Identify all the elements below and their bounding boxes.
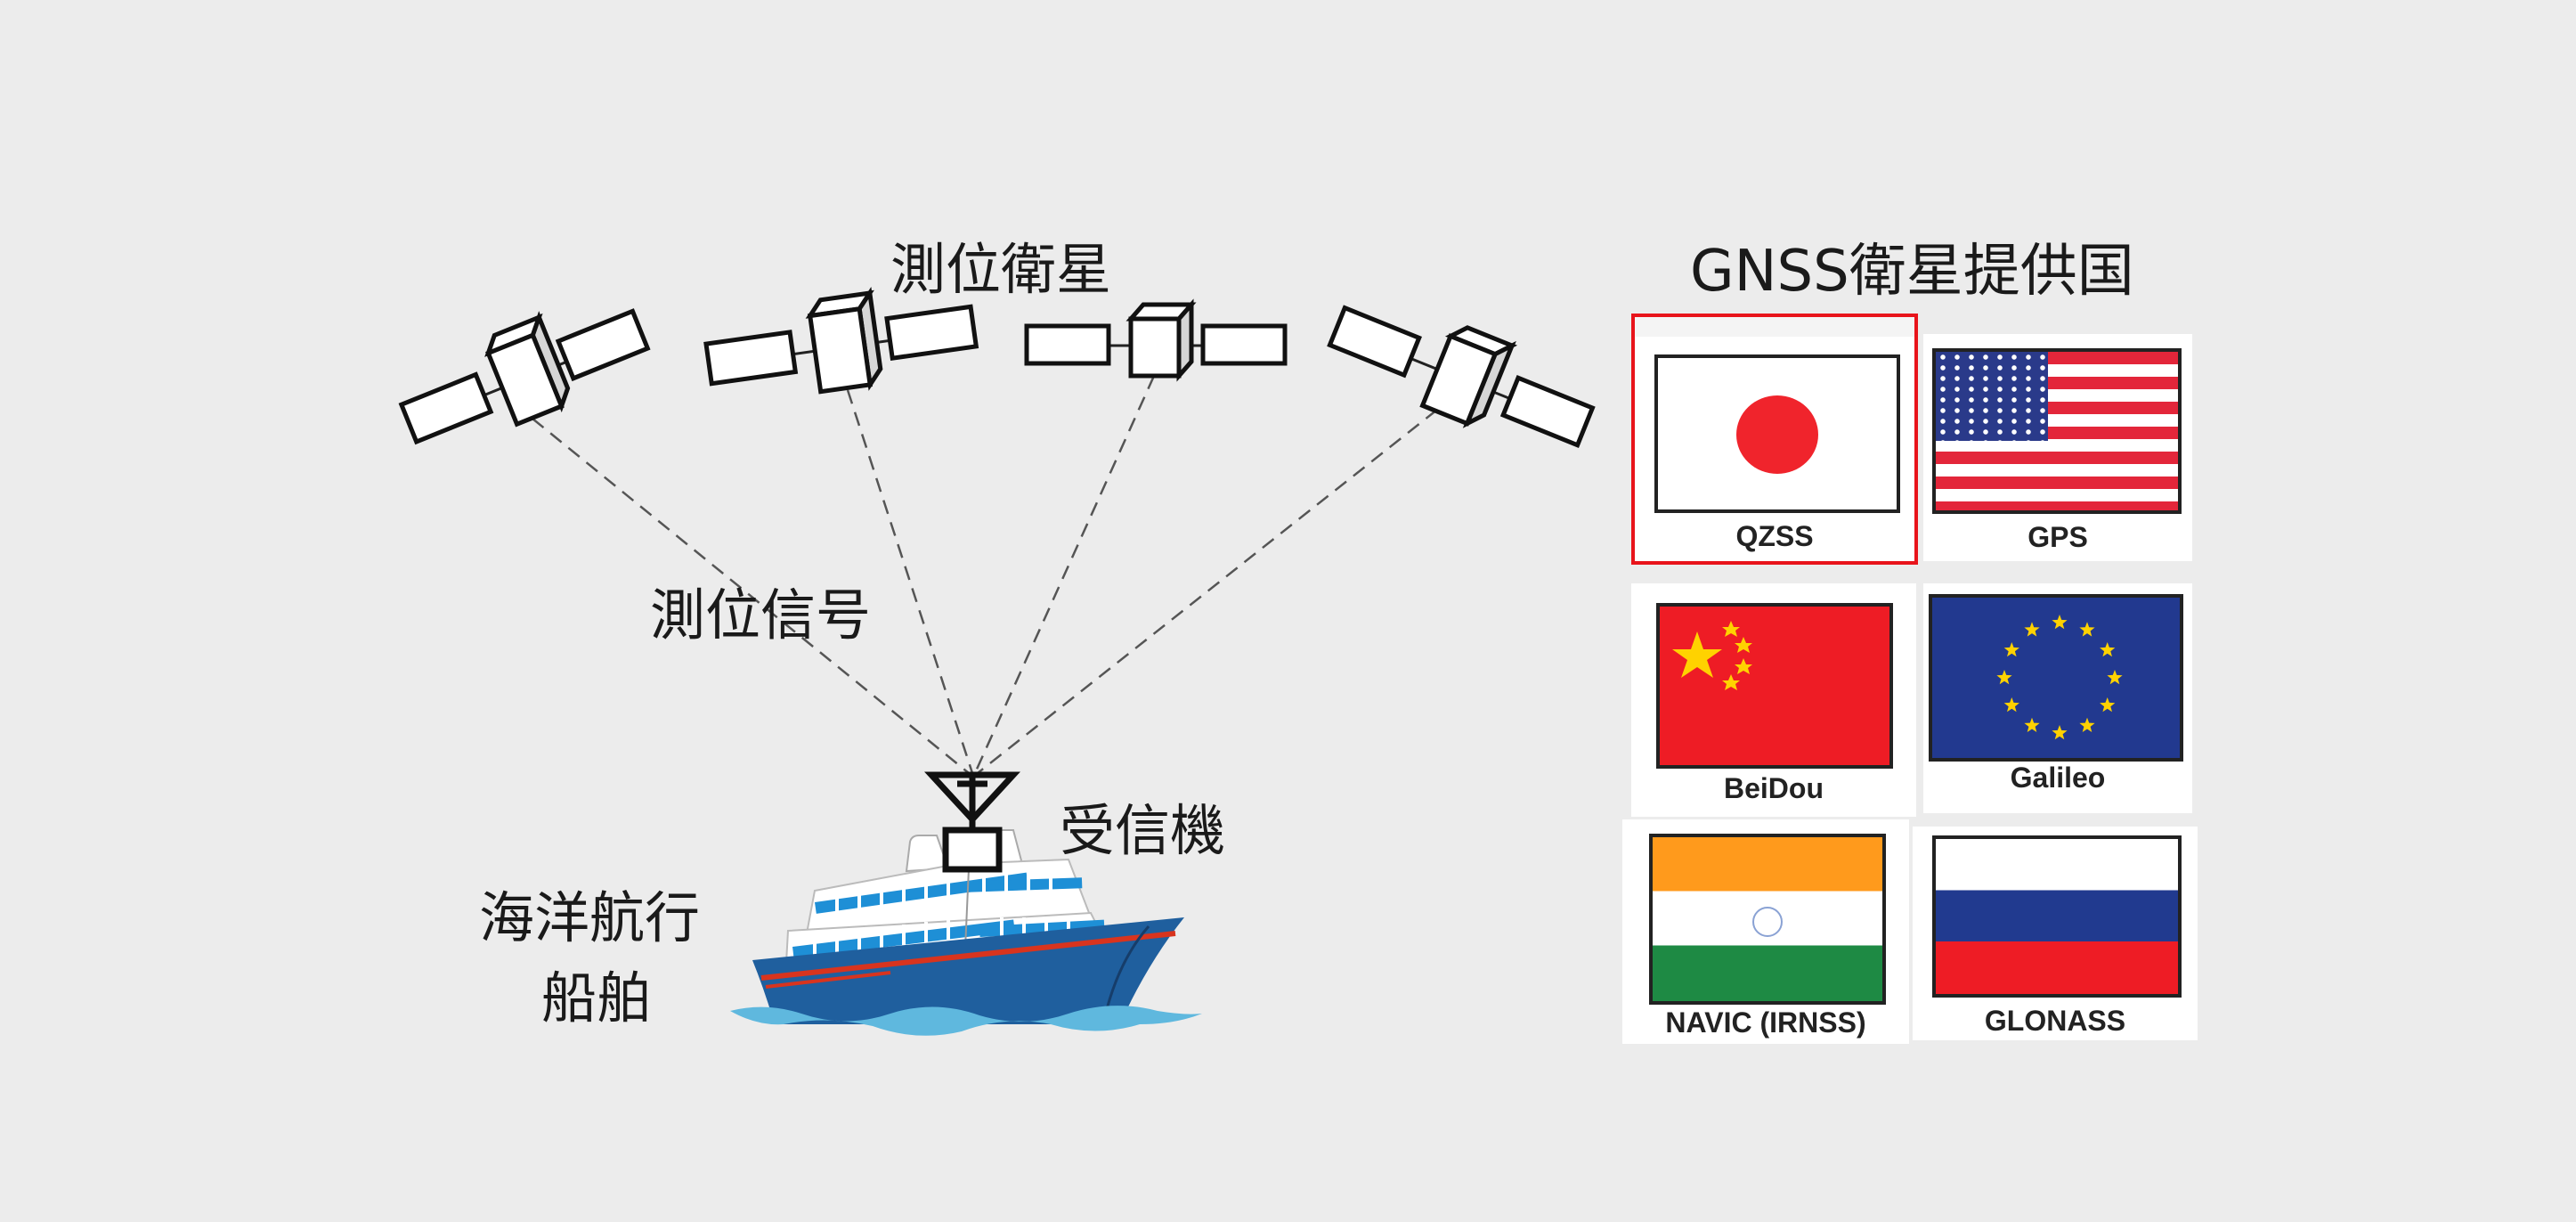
provider-card-galileo: Galileo bbox=[1923, 583, 2192, 813]
signal-line-3 bbox=[973, 375, 1156, 774]
provider-card-qzss: QZSS bbox=[1631, 314, 1918, 565]
satellites-label: 測位衛星 bbox=[890, 237, 1112, 302]
provider-label: Galileo bbox=[2010, 762, 2106, 794]
eu-star-icon bbox=[2003, 642, 2019, 657]
provider-label: BeiDou bbox=[1724, 772, 1824, 804]
russia-flag-icon bbox=[1932, 835, 2182, 998]
china-flag-icon bbox=[1656, 603, 1893, 769]
ship-label-line2: 船舶 bbox=[541, 965, 653, 1031]
japan-flag-icon bbox=[1654, 354, 1900, 513]
eu-star-icon bbox=[2024, 717, 2040, 732]
eu-flag-icon bbox=[1929, 594, 2183, 762]
provider-label: GLONASS bbox=[1984, 1005, 2126, 1037]
eu-star-icon bbox=[2107, 670, 2123, 685]
eu-star-icon bbox=[2052, 615, 2068, 630]
ship-label-line1: 海洋航行 bbox=[479, 885, 701, 950]
eu-star-icon bbox=[2100, 642, 2116, 657]
provider-card-gps: GPS bbox=[1923, 334, 2192, 561]
satellite-icon bbox=[1024, 298, 1288, 382]
signal-line-2 bbox=[846, 389, 974, 774]
ship-icon bbox=[730, 829, 1202, 1036]
provider-card-navic: NAVIC (IRNSS) bbox=[1622, 819, 1909, 1044]
signal-line-1 bbox=[532, 418, 970, 774]
provider-label: QZSS bbox=[1735, 520, 1814, 552]
signal-label: 測位信号 bbox=[650, 582, 872, 648]
provider-card-glonass: GLONASS bbox=[1913, 827, 2198, 1040]
india-flag-icon bbox=[1649, 834, 1886, 1005]
satellite-icon bbox=[703, 287, 979, 395]
eu-star-icon bbox=[2024, 622, 2040, 637]
signal-lines bbox=[532, 375, 1438, 774]
receiver-label: 受信機 bbox=[1060, 798, 1226, 863]
usa-flag-icon bbox=[1932, 348, 2182, 514]
provider-card-beidou: BeiDou bbox=[1631, 583, 1916, 817]
eu-star-icon bbox=[2079, 622, 2095, 637]
signal-line-4 bbox=[977, 409, 1438, 774]
receiver-antenna-icon bbox=[924, 771, 1020, 873]
eu-star-icon bbox=[2052, 725, 2068, 740]
provider-label: GPS bbox=[2027, 521, 2088, 553]
satellite-icon bbox=[398, 308, 651, 445]
eu-star-icon bbox=[2003, 697, 2019, 713]
eu-star-icon bbox=[2079, 717, 2095, 732]
providers-title: GNSS衛星提供国 bbox=[1690, 239, 2134, 305]
provider-label: NAVIC (IRNSS) bbox=[1665, 1006, 1866, 1039]
eu-star-icon bbox=[1996, 670, 2012, 685]
satellite-icon bbox=[1327, 305, 1596, 448]
eu-star-icon bbox=[2100, 697, 2116, 713]
